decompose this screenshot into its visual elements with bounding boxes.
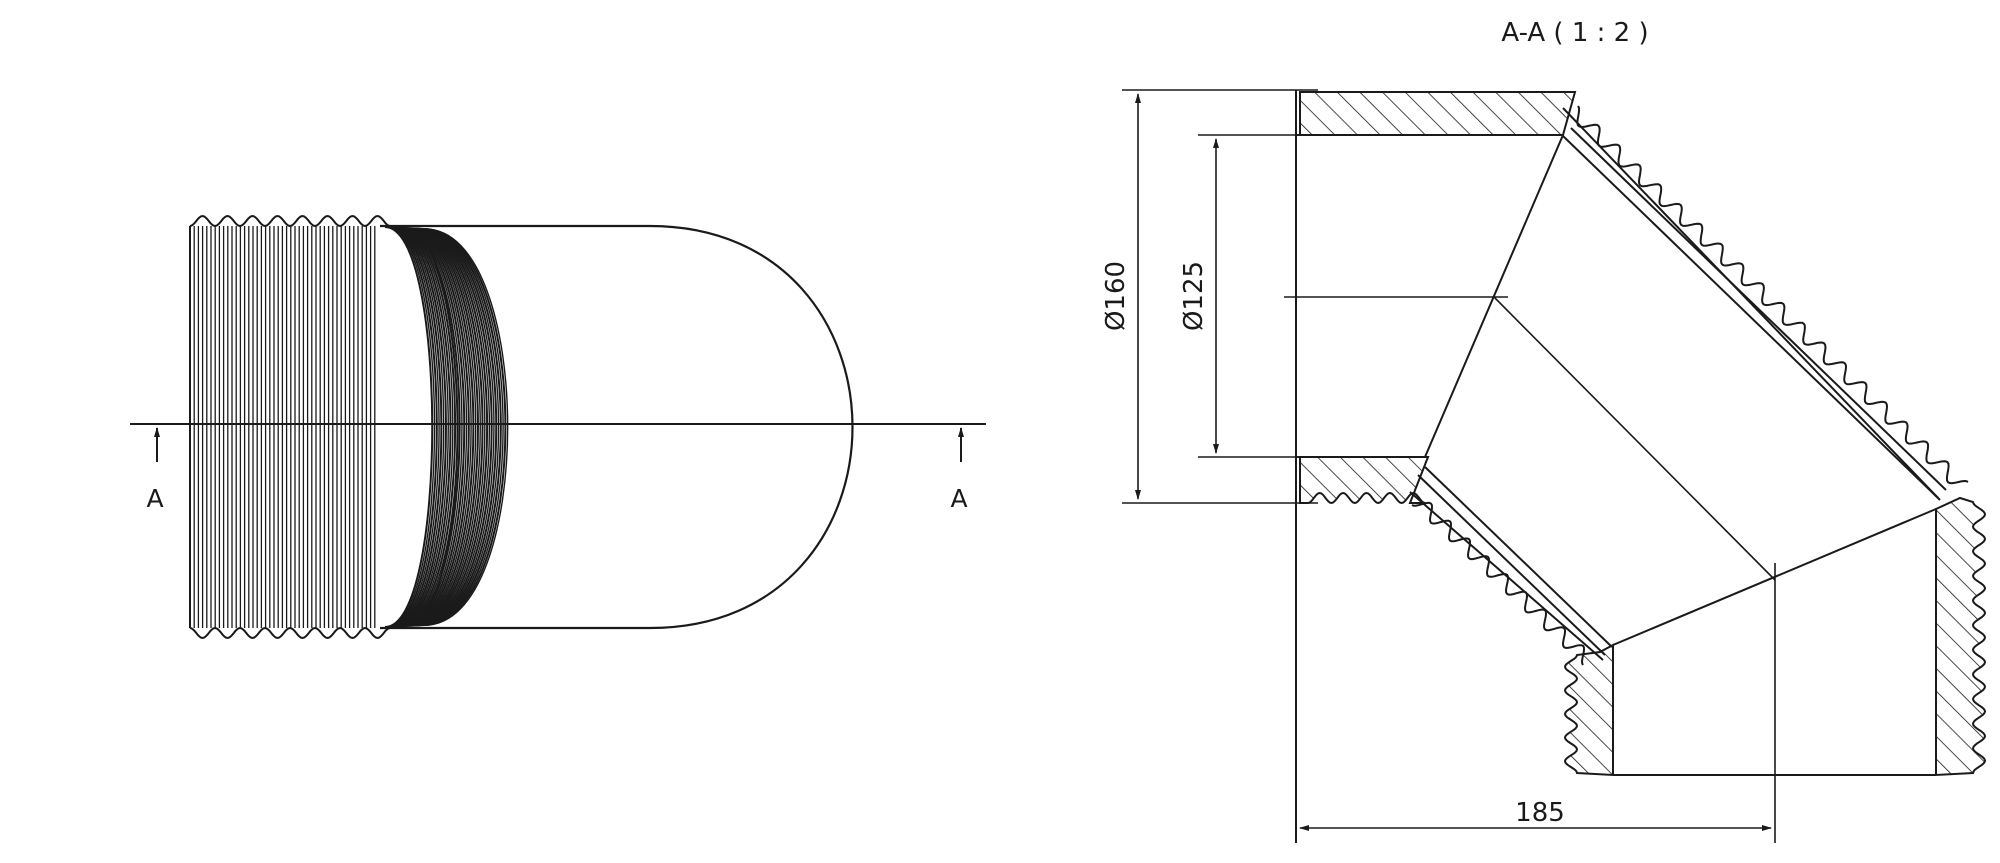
section-title: A-A ( 1 : 2 ) [1501, 18, 1648, 48]
section-view-a-a: A-A ( 1 : 2 ) Ø160 [1101, 18, 1987, 843]
wall-section-inner-outlet [1563, 643, 1614, 777]
bent-corrugated-section [380, 224, 854, 630]
outer-diameter-label: Ø160 [1101, 261, 1131, 331]
wall-section-outer-outlet [1935, 496, 1987, 777]
outer-bend-corrugation [1576, 105, 1969, 485]
section-marker-left: A [146, 484, 163, 513]
inner-bend-corrugation [1411, 501, 1586, 666]
length-label: 185 [1515, 798, 1565, 828]
straight-corrugated-section [189, 226, 376, 628]
section-marker-right: A [950, 484, 967, 513]
wall-section-lower-inlet [1299, 456, 1430, 505]
bottom-corrugation-profile [189, 626, 391, 640]
inner-diameter-label: Ø125 [1179, 261, 1209, 331]
elbow-side-view: A A [130, 214, 986, 640]
top-corrugation-profile [189, 214, 391, 228]
wall-section-upper-inlet [1299, 91, 1577, 136]
